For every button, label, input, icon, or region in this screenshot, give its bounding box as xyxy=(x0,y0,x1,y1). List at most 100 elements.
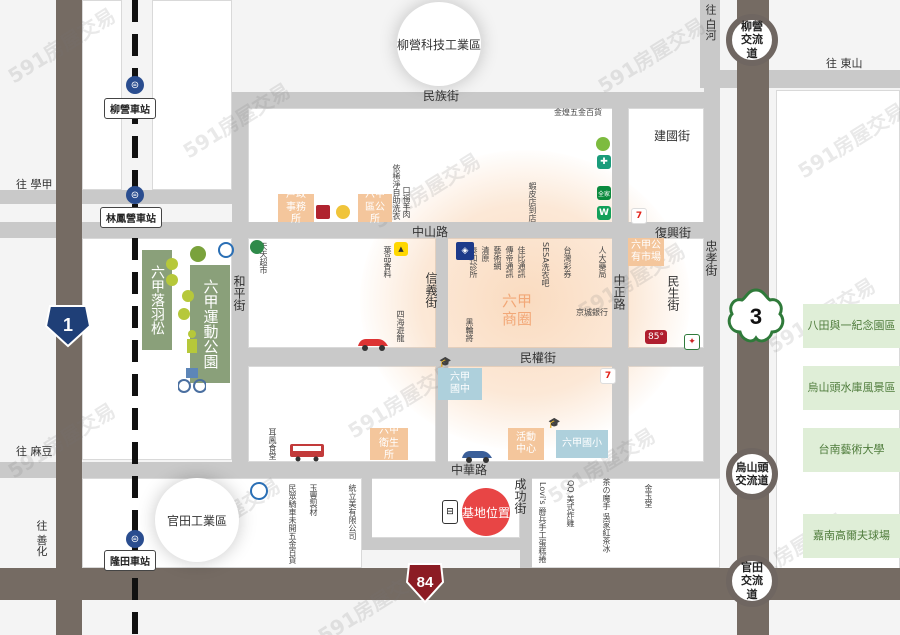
station-longtian: 隆田車站 xyxy=(104,550,156,571)
facility-market: 六甲公有市場 xyxy=(628,238,664,266)
shop-yuli: 玉豐製材 xyxy=(309,484,318,516)
shop-shiyi: 佳比通訊 xyxy=(517,246,526,278)
district-glow xyxy=(360,150,690,450)
block xyxy=(152,0,232,190)
provincial-1-shield-icon: 1 xyxy=(44,305,92,348)
familymart-icon: 全家 xyxy=(597,186,611,200)
street-heping: 和平街 xyxy=(232,275,246,311)
shop-jinwang: 金煌五金百貨 xyxy=(554,108,602,117)
street-xinyi: 信義街 xyxy=(424,272,438,308)
bank-icon: ◈ xyxy=(456,242,474,260)
shop-jinyu: 金玉堂 xyxy=(644,484,653,508)
road-qijia xyxy=(362,538,532,550)
car-icon xyxy=(358,339,388,351)
shop-minjian: 民眾騎車未開五金百貨 xyxy=(288,484,297,564)
shop-zhongjiang: 傳帝通訊 xyxy=(505,246,514,278)
street-chenggong: 成功街 xyxy=(513,478,527,514)
direction-xuejia: 往 學甲 xyxy=(16,178,53,191)
train-icon: ⊜ xyxy=(126,186,144,204)
facility-district-office: 六甲區公所 xyxy=(358,189,392,225)
park-label: 六甲運動公園 xyxy=(201,279,220,369)
shop-tongyi: 統立美有限公司 xyxy=(348,484,357,540)
park-label: 六甲落羽松 xyxy=(149,265,165,335)
station-linfengying: 林鳳營車站 xyxy=(100,207,162,228)
clinic-icon xyxy=(250,482,268,500)
freeway-3-shield-icon: 3 xyxy=(727,288,785,343)
direction-baihe: 往 白河 xyxy=(704,4,717,41)
seven-eleven-icon: 7 xyxy=(631,208,647,224)
side-item-bada: 八田與一紀念園區 xyxy=(803,304,900,348)
road-minquan xyxy=(232,348,720,366)
cyclist-icon xyxy=(178,330,206,393)
shop-taiwan-lottery: 台灣彩券 xyxy=(563,246,572,278)
school-junior-high: 六甲國中 xyxy=(438,368,482,400)
shop-icon xyxy=(596,137,610,151)
facility-label: 活動中心 xyxy=(516,431,536,456)
government-icon xyxy=(336,205,350,219)
shop-lovis: Lovi's 爵兵手工蛋糕捲 xyxy=(538,482,547,564)
car-icon xyxy=(462,451,492,463)
street-minquan: 民權街 xyxy=(520,351,557,365)
school-icon: 🎓 xyxy=(548,418,561,429)
police-icon xyxy=(316,205,330,219)
road-to-dongshan xyxy=(700,70,900,88)
facility-label: 戶政事務所 xyxy=(286,189,306,226)
shop-yifu: 依稀淨自助洗衣 xyxy=(392,164,401,220)
road-xinyi xyxy=(436,238,448,468)
road-site-west xyxy=(362,470,372,550)
facility-label: 六甲公有市場 xyxy=(631,239,661,264)
bus-stop-icon: ⊟ xyxy=(442,500,458,524)
district-label: 六甲商圈 xyxy=(501,292,532,328)
street-jianguo: 建國街 xyxy=(654,129,691,143)
facility-label: 六甲區公所 xyxy=(365,189,385,226)
pharmacy-icon: ✚ xyxy=(597,155,611,169)
interchange-guantian: 官田交流道 xyxy=(726,555,778,607)
direction-madou: 往 麻豆 xyxy=(16,445,53,458)
shop-icon xyxy=(218,242,234,258)
street-fuxing: 復興街 xyxy=(655,226,692,240)
interchange-label: 柳營交流道 xyxy=(741,20,763,60)
block xyxy=(82,0,122,190)
site-marker: 基地位置 xyxy=(462,488,510,536)
street-zhonghua: 中華路 xyxy=(451,463,488,477)
shop-icon xyxy=(250,240,264,254)
shop-jingbi: 京城銀行 xyxy=(576,308,608,317)
side-item-golf: 嘉南高爾夫球場 xyxy=(803,514,900,558)
side-item-arts-university: 台南藝術大學 xyxy=(803,428,900,472)
school-elementary: 六甲國小 xyxy=(556,430,608,458)
train-icon: ⊜ xyxy=(126,76,144,94)
school-label: 六甲國小 xyxy=(562,437,602,449)
shop-qingyuan: 清原 xyxy=(481,246,490,262)
road-zhongshan xyxy=(0,222,720,238)
street-zhongzheng: 中正路 xyxy=(612,274,626,310)
watsons-icon: W xyxy=(597,206,611,220)
shop-siyi: 四海遊龍 xyxy=(396,310,405,342)
route-84-shield-icon: 84 xyxy=(405,563,445,604)
side-item-wushantou: 烏山頭水庫風景區 xyxy=(803,366,900,410)
facility-label: 六甲衛生所 xyxy=(379,425,399,462)
shop-sesa: SESA洗衣吧 xyxy=(541,242,550,287)
shop-heima: 黑輪將 xyxy=(465,318,474,342)
street-minsheng: 民生街 xyxy=(666,275,680,311)
industrial-park-top: 柳營科技工業區 xyxy=(397,2,481,86)
school-icon: 🎓 xyxy=(439,357,452,368)
shop-xiapi: 蝦皮店到店 xyxy=(528,182,537,222)
shop-pinyu: 葉品香料 xyxy=(383,246,392,278)
park-sports: 六甲運動公園 xyxy=(190,265,230,383)
road-to-xuejia xyxy=(0,190,232,204)
street-zhongshan: 中山路 xyxy=(412,225,449,239)
shop-taitai: 泰和診所 xyxy=(469,246,478,278)
shop-koufu: 口福羊肉 xyxy=(402,186,411,218)
facility-activity: 活動中心 xyxy=(508,428,544,460)
street-zhongxiao: 忠孝街 xyxy=(704,240,718,276)
block xyxy=(530,478,720,568)
eighty-five-cafe-icon: 85° xyxy=(645,330,667,344)
shield-number: 84 xyxy=(417,574,434,591)
hilife-icon: ✦ xyxy=(684,334,700,350)
interchange-liuying: 柳營交流道 xyxy=(726,14,778,66)
train-icon: ⊜ xyxy=(126,530,144,548)
bus-icon xyxy=(290,444,324,462)
road-zhongxiao xyxy=(704,70,720,478)
direction-dongshan: 往 東山 xyxy=(826,57,863,70)
shop-icon: ▲ xyxy=(394,242,408,256)
